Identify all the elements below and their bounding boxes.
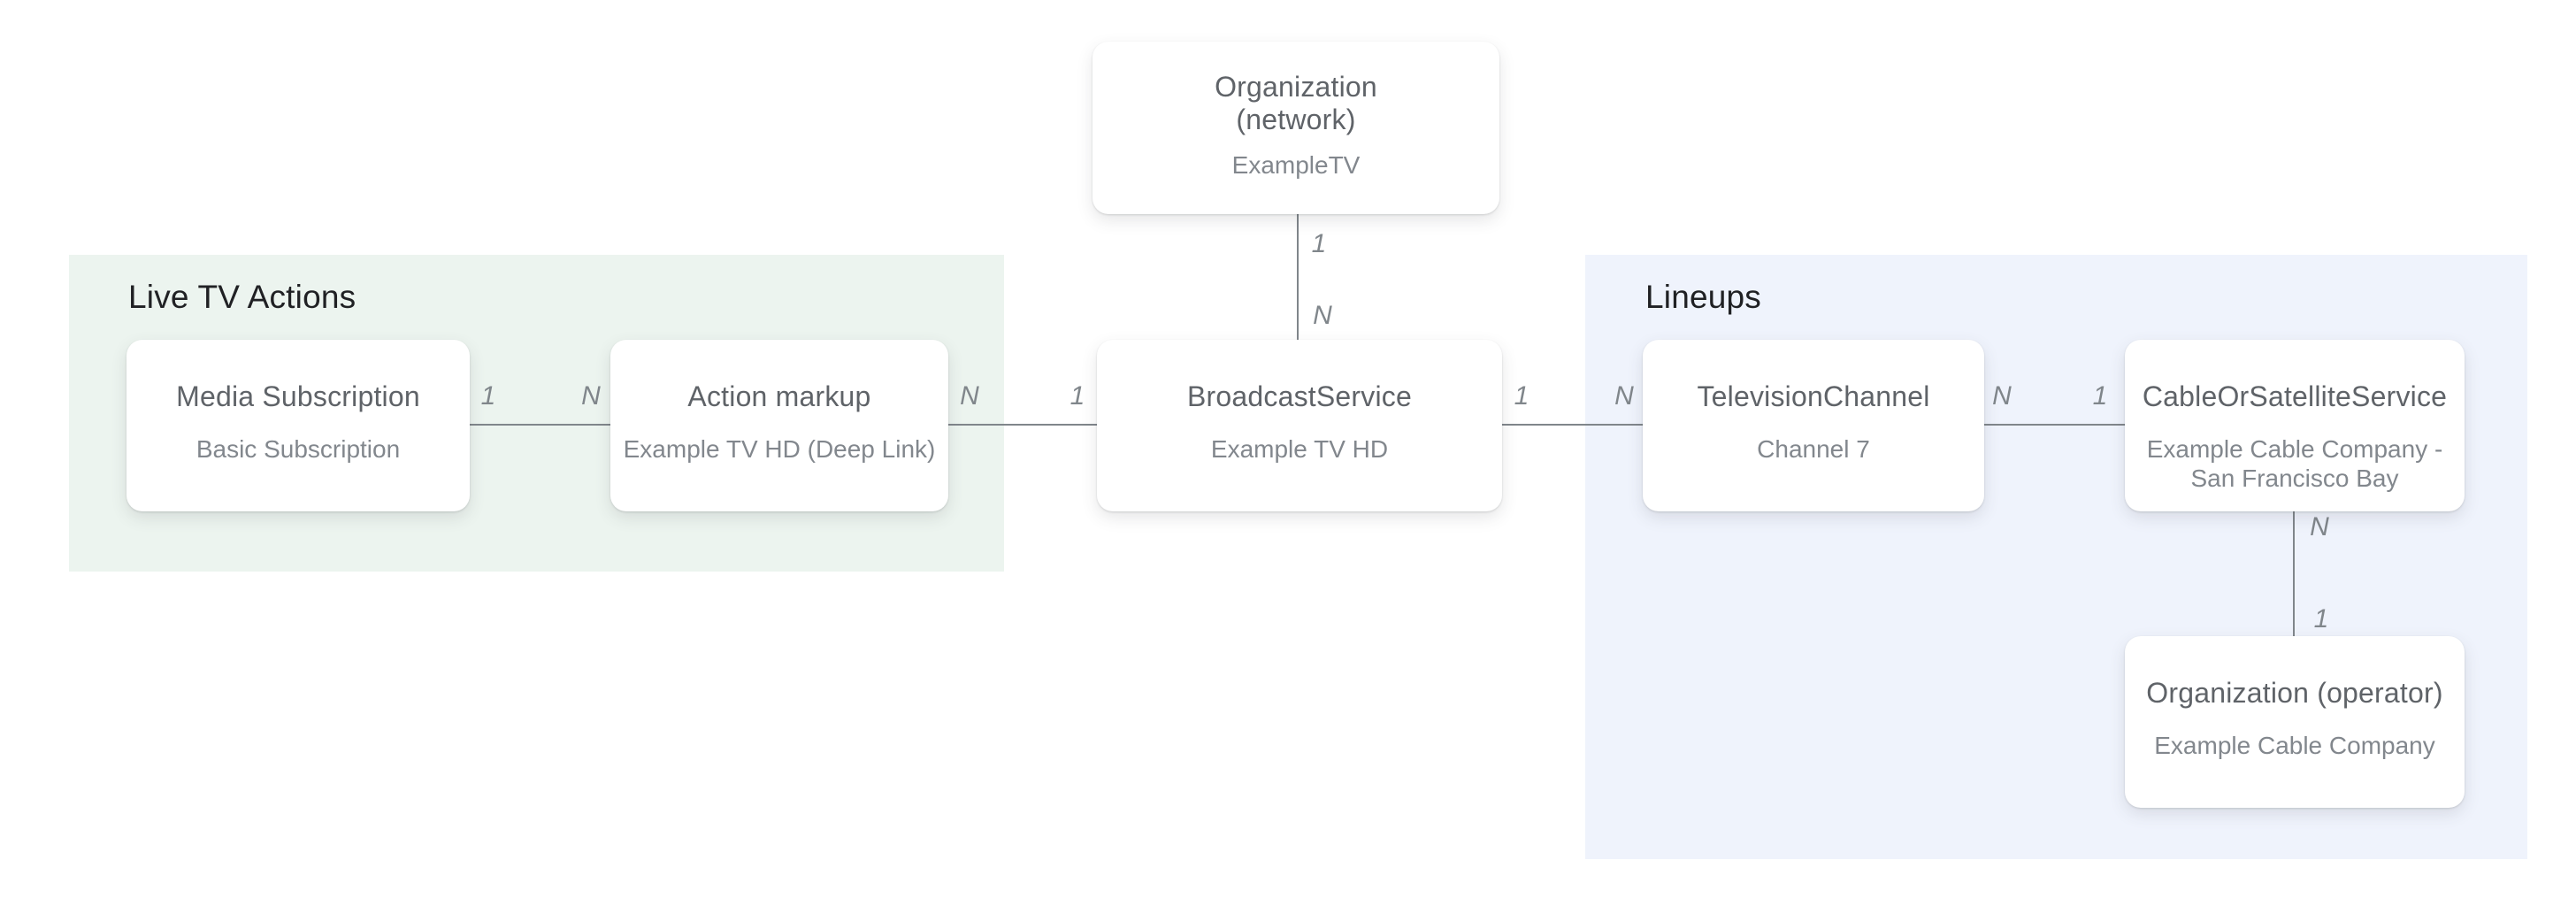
edge-televisionchannel-to-cableorsatellite <box>1984 424 2125 426</box>
node-subtitle: Basic Subscription <box>196 435 401 463</box>
node-title: CableOrSatelliteService <box>2142 380 2448 412</box>
node-action-markup: Action markup Example TV HD (Deep Link) <box>610 340 948 511</box>
node-subtitle: Example TV HD <box>1210 435 1389 463</box>
cardinality-label: 1 <box>2092 381 2108 411</box>
cardinality-label: 1 <box>480 381 496 411</box>
region-title-live-tv-actions: Live TV Actions <box>128 279 356 315</box>
node-organization-network: Organization (network) ExampleTV <box>1092 42 1499 214</box>
cardinality-label: N <box>960 381 979 411</box>
node-title: Organization (network) <box>1215 71 1377 135</box>
region-title-lineups: Lineups <box>1645 279 1762 315</box>
edge-cableorsatellite-to-operator <box>2293 511 2295 636</box>
edge-actionmarkup-to-broadcastservice <box>948 424 1097 426</box>
cardinality-label: 1 <box>2313 604 2329 633</box>
cardinality-label: N <box>581 381 601 411</box>
cardinality-label: N <box>1614 381 1634 411</box>
edge-mediasubscription-to-actionmarkup <box>468 424 610 426</box>
edge-network-to-broadcastservice <box>1297 214 1299 340</box>
node-subtitle: ExampleTV <box>1231 151 1361 179</box>
node-subtitle: Channel 7 <box>1757 435 1870 463</box>
node-media-subscription: Media Subscription Basic Subscription <box>126 340 470 511</box>
node-title: BroadcastService <box>1187 380 1412 412</box>
node-title: TelevisionChannel <box>1697 380 1930 412</box>
node-subtitle: Example TV HD (Deep Link) <box>623 435 936 463</box>
node-broadcast-service: BroadcastService Example TV HD <box>1097 340 1502 511</box>
cardinality-label: 1 <box>1514 381 1530 411</box>
node-title: Action markup <box>687 380 871 412</box>
node-title: Organization (operator) <box>2146 677 2443 709</box>
node-title: Media Subscription <box>176 380 420 412</box>
cardinality-label: N <box>1313 301 1332 330</box>
node-subtitle: Example Cable Company <box>2154 732 2435 759</box>
cardinality-label: 1 <box>1070 381 1085 411</box>
cardinality-label: 1 <box>1311 229 1327 258</box>
node-television-channel: TelevisionChannel Channel 7 <box>1643 340 1984 511</box>
edge-broadcastservice-to-televisionchannel <box>1502 424 1643 426</box>
cardinality-label: N <box>2310 512 2329 541</box>
cardinality-label: N <box>1992 381 2012 411</box>
node-subtitle: Example Cable Company - San Francisco Ba… <box>2146 435 2443 492</box>
node-organization-operator: Organization (operator) Example Cable Co… <box>2125 636 2465 808</box>
node-cable-or-satellite-service: CableOrSatelliteService Example Cable Co… <box>2125 340 2465 511</box>
